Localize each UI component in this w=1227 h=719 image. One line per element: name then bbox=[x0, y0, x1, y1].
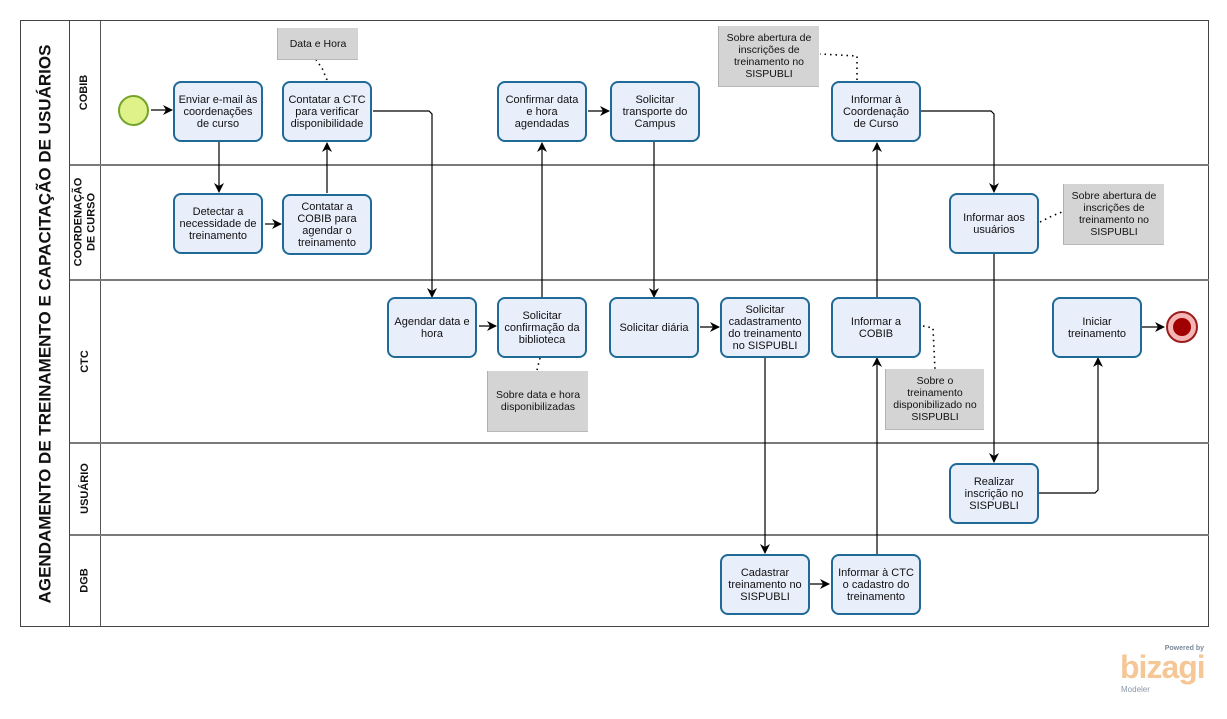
association-t10-a4 bbox=[536, 357, 541, 371]
task-iniciar-treinamento[interactable]: Iniciar treinamento bbox=[1052, 297, 1142, 358]
task-detectar-necessidade[interactable]: Detectar a necessidade de treinamento bbox=[173, 193, 263, 254]
pool bbox=[20, 20, 1209, 627]
annotation-abertura-inscricoes-coordenacao: Sobre abertura de inscrições de treiname… bbox=[1063, 184, 1164, 245]
flow-t2-t9 bbox=[373, 110, 437, 298]
task-informar-cobib[interactable]: Informar a COBIB bbox=[831, 297, 921, 358]
product-name: Modeler bbox=[1121, 685, 1150, 694]
lane-header-coordenacao: COORDENAÇÃO DE CURSO bbox=[70, 165, 101, 279]
association-t5-a2 bbox=[819, 53, 858, 80]
powered-by-label: Powered by bbox=[1164, 645, 1204, 652]
lane-separator bbox=[70, 164, 1209, 166]
brand-name: bizagi bbox=[1120, 649, 1206, 685]
lane-header-ctc: CTC bbox=[70, 280, 101, 442]
lane-header-usuario: USUÁRIO bbox=[70, 443, 101, 534]
task-solicitar-confirmacao-biblioteca[interactable]: Solicitar confirmação da biblioteca bbox=[497, 297, 587, 358]
end-event[interactable] bbox=[1166, 311, 1198, 343]
association-t2-a1 bbox=[315, 59, 328, 81]
lane-separator bbox=[70, 534, 1209, 536]
annotation-data-hora-disponibilizadas: Sobre data e hora disponibilizadas bbox=[487, 371, 588, 432]
lane-separator bbox=[70, 442, 1209, 444]
start-event[interactable] bbox=[118, 95, 149, 126]
task-contatar-cobib[interactable]: Contatar a COBIB para agendar o treiname… bbox=[282, 194, 372, 255]
annotation-abertura-inscricoes-cobib: Sobre abertura de inscrições de treiname… bbox=[718, 26, 819, 87]
task-informar-ctc-cadastro[interactable]: Informar à CTC o cadastro do treinamento bbox=[831, 554, 921, 615]
task-solicitar-cadastramento[interactable]: Solicitar cadastramento do treinamento n… bbox=[720, 297, 810, 358]
task-confirmar-data-hora[interactable]: Confirmar data e hora agendadas bbox=[497, 81, 587, 142]
lane-header-cobib: COBIB bbox=[70, 21, 101, 164]
task-realizar-inscricao[interactable]: Realizar inscrição no SISPUBLI bbox=[949, 463, 1039, 524]
lane-separator bbox=[70, 279, 1209, 281]
task-enviar-email[interactable]: Enviar e-mail às coordenações de curso bbox=[173, 81, 263, 142]
flow-t5-t8 bbox=[921, 110, 999, 193]
task-informar-coordenacao[interactable]: Informar à Coordenação de Curso bbox=[831, 81, 921, 142]
lane-header-dgb: DGB bbox=[70, 535, 101, 626]
pool-title: AGENDAMENTO DE TREINAMENTO E CAPACITAÇÃO… bbox=[21, 21, 70, 626]
task-solicitar-diaria[interactable]: Solicitar diária bbox=[609, 297, 699, 358]
flow-t15-t14 bbox=[1038, 357, 1103, 494]
annotation-treinamento-disponibilizado: Sobre o treinamento disponibilizado no S… bbox=[885, 369, 984, 430]
task-contatar-ctc[interactable]: Contatar a CTC para verificar disponibil… bbox=[282, 81, 372, 142]
association-t8-a3 bbox=[1039, 211, 1063, 223]
task-informar-usuarios[interactable]: Informar aos usuários bbox=[949, 193, 1039, 254]
annotation-data-hora: Data e Hora bbox=[277, 28, 358, 60]
task-agendar-data-hora[interactable]: Agendar data e hora bbox=[387, 297, 477, 358]
task-solicitar-transporte[interactable]: Solicitar transporte do Campus bbox=[610, 81, 700, 142]
bizagi-logo: Powered by bizagi Modeler bbox=[1118, 643, 1208, 694]
task-cadastrar-treinamento[interactable]: Cadastrar treinamento no SISPUBLI bbox=[720, 554, 810, 615]
association-t13-a5 bbox=[922, 325, 936, 371]
end-event-inner bbox=[1173, 318, 1191, 336]
